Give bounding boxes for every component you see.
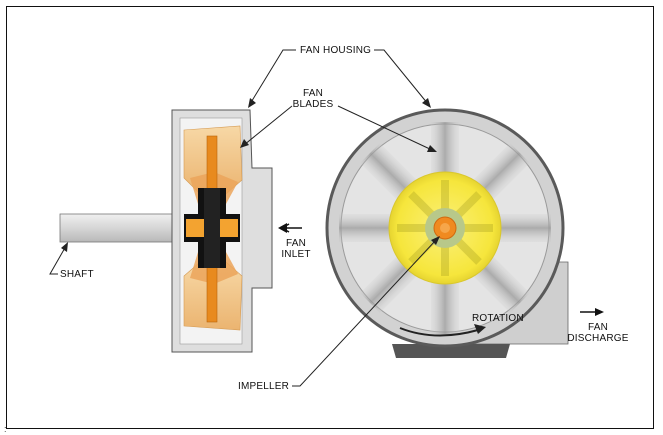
- diagram-frame: [6, 6, 654, 429]
- label-fan-inlet-line1: FAN: [285, 238, 307, 249]
- front-view: [325, 108, 604, 358]
- label-fan-inlet-line2: INLET: [281, 249, 311, 260]
- label-rotation: ROTATION: [472, 313, 524, 324]
- label-impeller: IMPELLER: [238, 381, 290, 392]
- label-shaft: SHAFT: [60, 269, 94, 280]
- housing-base: [392, 344, 510, 358]
- label-fan-discharge-line2: DISCHARGE: [567, 333, 629, 344]
- corner-mark: :: [4, 424, 7, 434]
- label-fan-discharge-line1: FAN: [587, 322, 609, 333]
- shaft: [59, 213, 186, 243]
- label-fan-blades-line2: BLADES: [292, 99, 334, 110]
- label-fan-housing: FAN HOUSING: [300, 45, 372, 56]
- label-fan-blades-line1: FAN: [302, 88, 324, 99]
- side-view: [59, 109, 302, 353]
- rotation-arrow: [399, 327, 479, 337]
- label-fan-discharge: FAN DISCHARGE: [567, 322, 629, 344]
- label-fan-inlet: FAN INLET: [280, 238, 312, 260]
- label-fan-blades: FAN BLADES: [288, 88, 338, 110]
- leader-lines: [49, 49, 440, 387]
